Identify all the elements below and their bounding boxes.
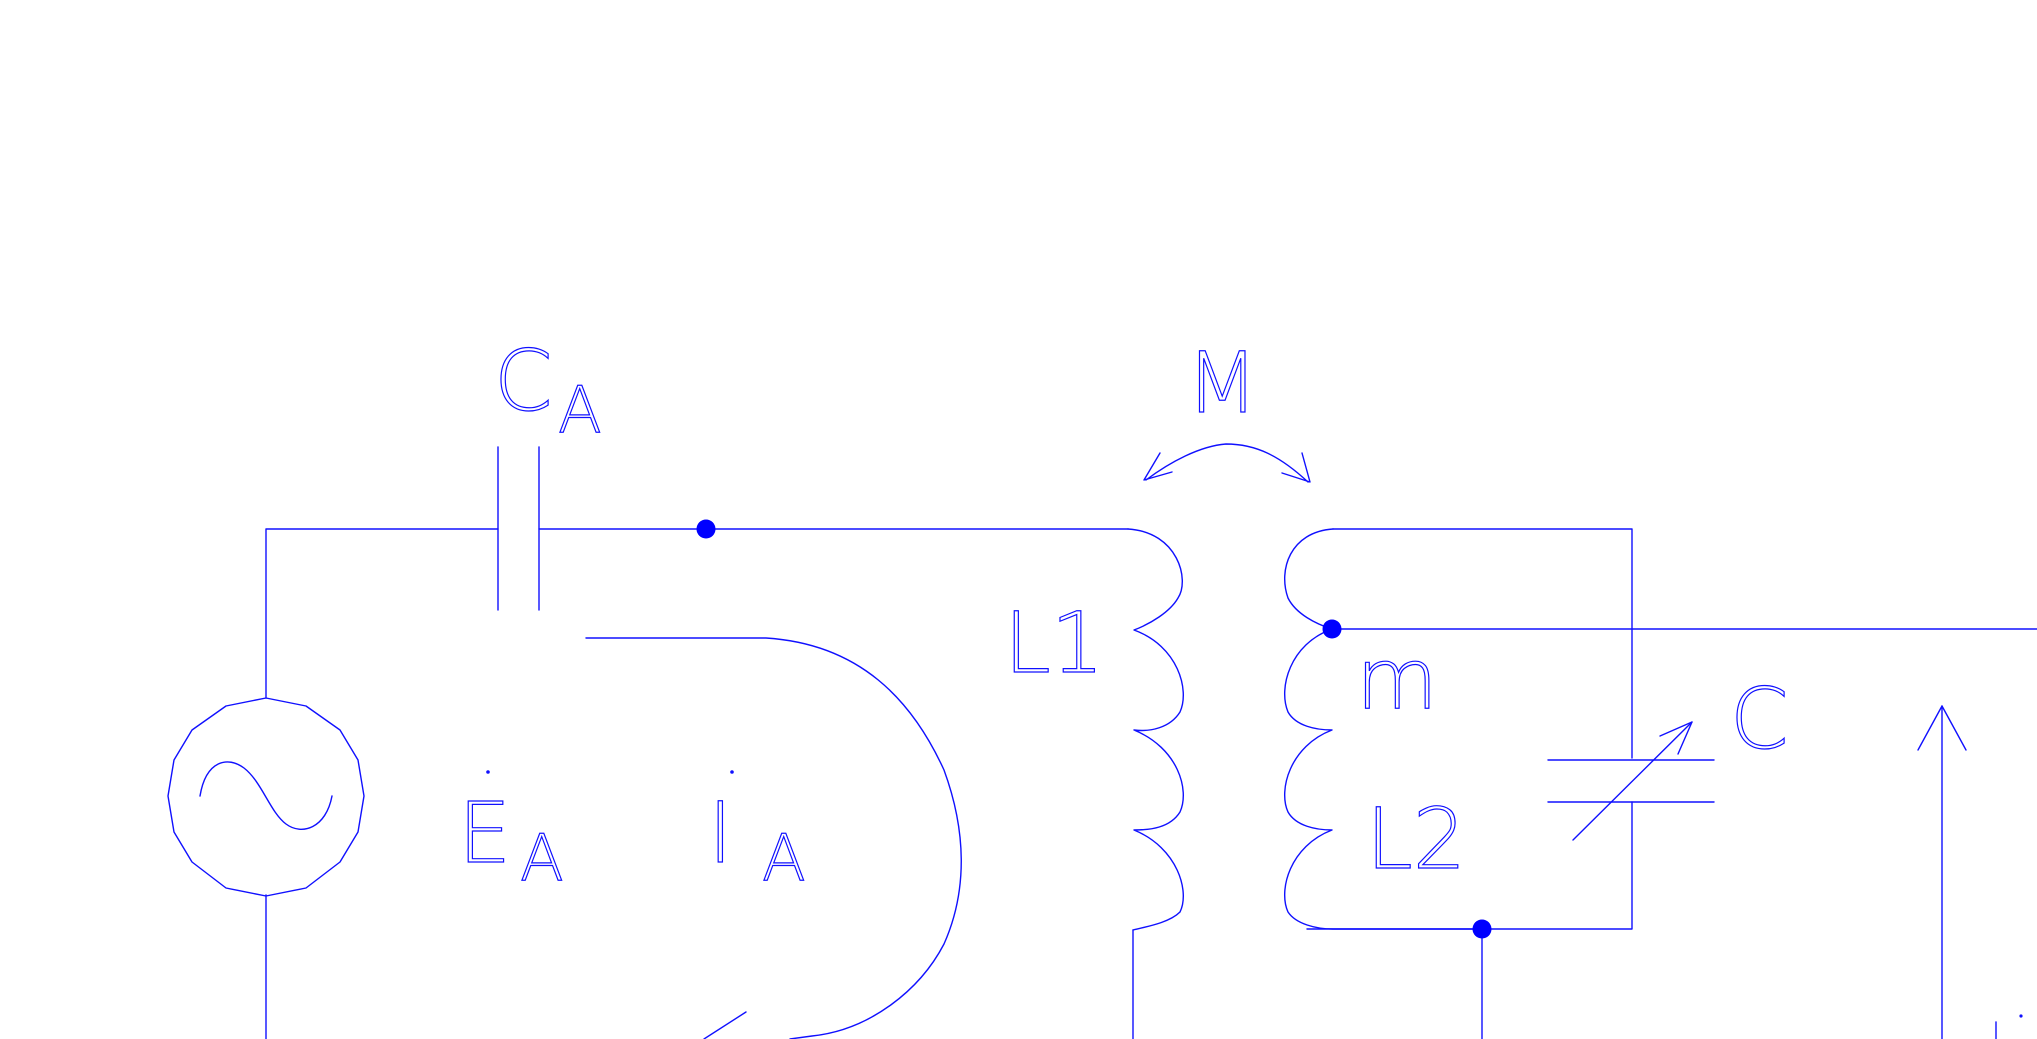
inductor-l1-coil [1127, 528, 1184, 931]
current-loop-arrow-tail [703, 1011, 747, 1039]
label-c: C [1730, 670, 1789, 768]
output-arrow-head-icon [1917, 705, 1967, 751]
label-ea-sub: A [520, 822, 564, 896]
label-ca-sub: A [558, 374, 602, 448]
label-ia-dot [730, 770, 734, 774]
ac-source-circle [167, 697, 365, 897]
wires [265, 528, 2037, 1039]
junction-top [696, 519, 716, 539]
junctions [696, 519, 1492, 939]
ac-source [167, 697, 365, 897]
junction-tap [1322, 619, 1342, 639]
variable-capacitor-arrow-shaft [1572, 721, 1693, 841]
label-l1: L1 [1004, 594, 1104, 692]
mutual-coupling-arc [1145, 443, 1309, 483]
variable-capacitor-arrow-head-icon [1659, 721, 1693, 755]
junction-bottom [1472, 919, 1492, 939]
label-m-tap: m [1356, 630, 1438, 728]
label-ea-dot [486, 770, 490, 774]
mutual-coupling-m [1143, 443, 1311, 483]
label-m: M [1186, 334, 1258, 432]
current-loop-ia [585, 637, 962, 1039]
labels: C A M L1 m L2 C E A I A [457, 331, 1789, 896]
inductor-l2-coil [1284, 528, 1483, 930]
output-voltage-arrow [1917, 705, 2023, 1039]
inductor-l2 [1284, 528, 1483, 930]
label-ia-sub: A [762, 822, 806, 896]
label-ea-main: E [458, 784, 511, 882]
wire-secondary-right [1306, 801, 1633, 930]
current-loop-arc [585, 637, 962, 1039]
wire-left-vertical-top [265, 528, 499, 699]
mutual-arrow-right-head-icon [1281, 452, 1311, 483]
inductor-l1 [1127, 528, 1184, 931]
output-partial-dot [2019, 1014, 2023, 1018]
wire-secondary-top [1332, 528, 1633, 759]
label-ia-main: I [708, 784, 733, 882]
label-l2: L2 [1366, 790, 1466, 888]
capacitor-ca [497, 446, 540, 611]
variable-capacitor-c [1547, 721, 1715, 841]
label-ca-main: C [494, 332, 553, 430]
mutual-arrow-left-head-icon [1143, 452, 1173, 481]
sine-wave-icon [199, 761, 333, 830]
